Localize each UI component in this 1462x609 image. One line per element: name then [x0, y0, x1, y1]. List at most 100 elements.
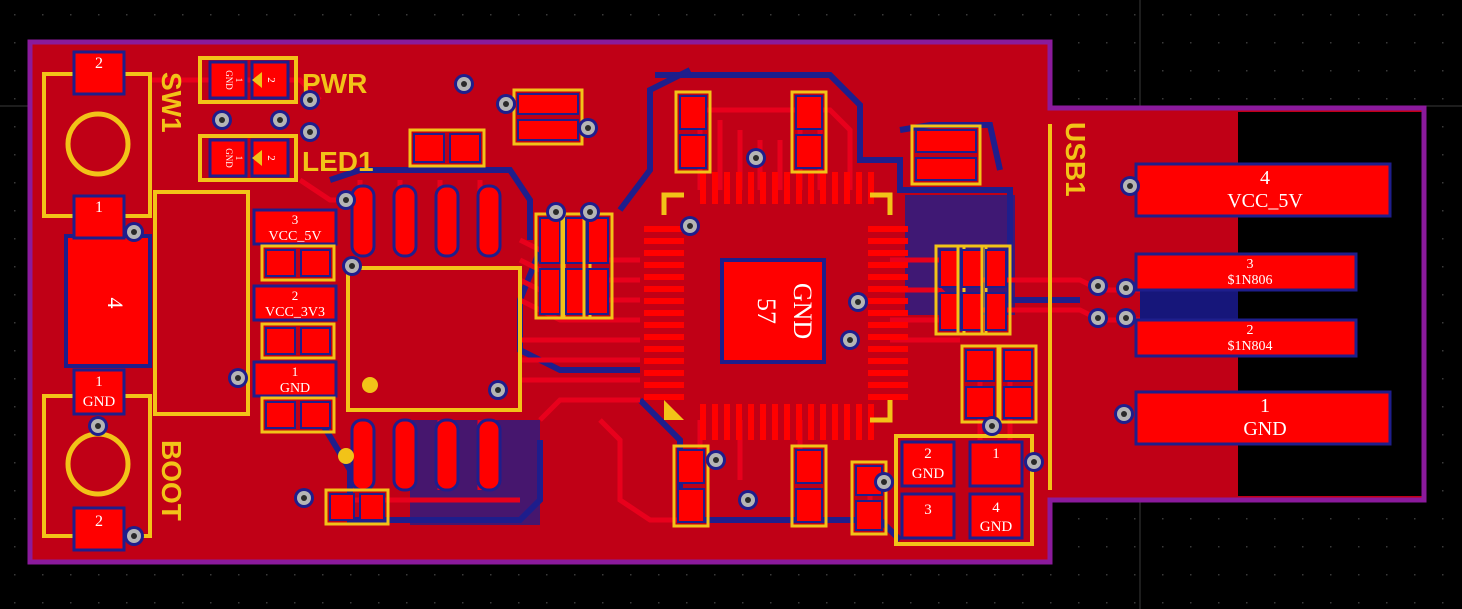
mcu-pin-bottom [712, 404, 718, 440]
passive-outline [934, 244, 966, 336]
crystal-pad-3[interactable] [900, 492, 956, 540]
flash-pin-top [476, 184, 502, 258]
grid-dot [1274, 602, 1276, 604]
boot-pad-top[interactable] [72, 368, 126, 416]
grid-dot [1190, 42, 1192, 44]
usb-pad-1[interactable] [1134, 390, 1392, 446]
grid-dot [1358, 42, 1360, 44]
mcu-pin-top [808, 172, 814, 204]
mcu-pin-left [644, 358, 684, 364]
mcu-center-pad[interactable] [720, 258, 826, 364]
grid-dot [938, 14, 940, 16]
grid-dot [1218, 70, 1220, 72]
grid-dot [1162, 518, 1164, 520]
regulator[interactable]: 4 3 VCC_5V 2 VCC_3V3 1 GND [64, 190, 338, 416]
grid-dot [574, 602, 576, 604]
grid-dot [938, 574, 940, 576]
mcu-pin-left [644, 226, 684, 232]
grid-dot [1246, 546, 1248, 548]
passive-pad [587, 217, 609, 264]
grid-dot [994, 602, 996, 604]
usb-pad-3[interactable] [1134, 252, 1358, 292]
grid-dot [490, 574, 492, 576]
grid-dot [1330, 546, 1332, 548]
passive-outline [790, 444, 828, 528]
grid-dot [714, 602, 716, 604]
switch-boot[interactable]: 1 GND 2 BOOT [42, 368, 187, 552]
mcu-pin-bottom [736, 404, 742, 440]
grid-dot [910, 602, 912, 604]
grid-dot [70, 574, 72, 576]
grid-dot [602, 14, 604, 16]
passive-pad [565, 217, 587, 264]
usb-pad-2[interactable] [1134, 318, 1358, 358]
grid-dot [602, 574, 604, 576]
mcu-pin-top [712, 172, 718, 204]
grid-dot [490, 602, 492, 604]
via-drill [503, 101, 509, 107]
via-drill [277, 117, 283, 123]
led-led1[interactable]: GND 1 2 LED1 [198, 134, 374, 182]
reg-pin3-pad[interactable] [252, 208, 338, 246]
mcu-chip[interactable]: GND 57 [644, 172, 908, 440]
mcu-corner-br [870, 400, 893, 423]
grid-dot [182, 14, 184, 16]
crystal[interactable]: 2 GND 1 3 4 GND [894, 434, 1034, 546]
grid-dot [42, 14, 44, 16]
via-drill [1123, 315, 1129, 321]
mcu-pin-top [748, 172, 754, 204]
passive-pad [677, 488, 705, 523]
grid-dot [1022, 574, 1024, 576]
led1-pad-k-num: 2 [265, 155, 277, 161]
crystal-pad-2[interactable] [900, 440, 956, 488]
via-drill [713, 457, 719, 463]
flash-chip[interactable] [338, 184, 522, 492]
passive-pad [961, 249, 983, 288]
grid-dot [1078, 602, 1080, 604]
passive-pad [855, 500, 883, 531]
usb-connector[interactable]: USB1 4 VCC_5V 3 $1N806 2 $1N804 1 GND [1048, 122, 1392, 490]
crystal-pad-2-num: 2 [924, 446, 932, 462]
usb-pad-4[interactable] [1134, 162, 1392, 218]
usb-pad-3-net: $1N806 [1227, 273, 1272, 288]
grid-dot [1442, 70, 1444, 72]
crystal-pad-3-num: 3 [924, 502, 932, 518]
grid-dot [1386, 98, 1388, 100]
regulator-tab-pad[interactable] [64, 234, 152, 368]
grid-dot [1162, 70, 1164, 72]
mcu-pin-top [700, 172, 706, 204]
sw1-pad-top-num: 2 [95, 55, 103, 72]
passive-outline [260, 322, 336, 360]
switch-sw1[interactable]: 2 1 SW1 [42, 50, 187, 240]
grid-dot [14, 462, 16, 464]
grid-dot [1442, 574, 1444, 576]
reg-pin1-pad[interactable] [252, 360, 338, 398]
grid-dot [322, 574, 324, 576]
led1-pad-a[interactable] [208, 138, 248, 178]
boot-pad-bottom[interactable] [72, 506, 126, 552]
grid-dot [1442, 322, 1444, 324]
reg-pin1-net: GND [280, 381, 310, 396]
grid-dot [1386, 602, 1388, 604]
reg-pin2-pad[interactable] [252, 284, 338, 322]
crystal-pad-1[interactable] [968, 440, 1024, 488]
grid-dot [1162, 42, 1164, 44]
mcu-pin-left [644, 262, 684, 268]
grid-dot [154, 602, 156, 604]
sw1-pad-top[interactable] [72, 50, 126, 96]
grid-dot [406, 14, 408, 16]
passive-pad [965, 349, 995, 382]
grid-dot [1414, 70, 1416, 72]
mcu-pin-bottom [808, 404, 814, 440]
grid-dot [1302, 42, 1304, 44]
passive-components[interactable] [260, 88, 1038, 536]
dark-plane-bottom [410, 420, 540, 525]
led-pwr[interactable]: GND 1 2 PWR [198, 56, 367, 104]
grid-dot [42, 602, 44, 604]
grid-dot [1162, 546, 1164, 548]
led-pwr-pad-a[interactable] [208, 60, 248, 100]
crystal-pad-4[interactable] [968, 492, 1024, 540]
via-drill [1095, 315, 1101, 321]
sw1-pad-bottom[interactable] [72, 194, 126, 240]
